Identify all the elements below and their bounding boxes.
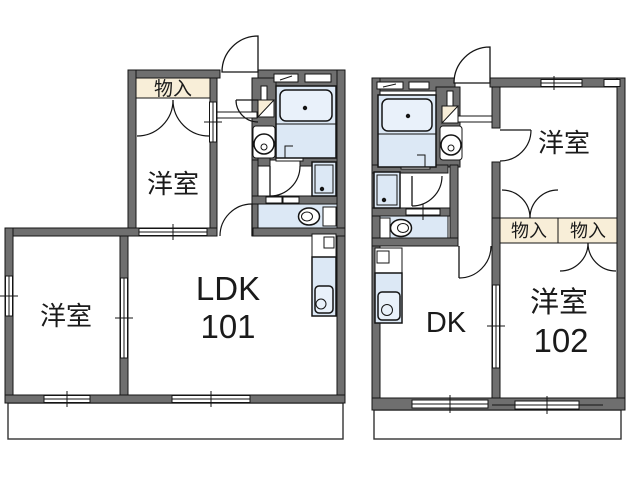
bedroom-lower-label-101: 洋室 (40, 302, 92, 332)
washing-machine-pan-101 (311, 161, 337, 197)
doors-101 (136, 35, 301, 237)
windows-101 (0, 73, 332, 407)
bedroom-main-label-102: 洋室 (530, 285, 588, 319)
washroom-door-102 (411, 175, 443, 207)
balcony-102 (373, 409, 622, 440)
bedroom-upper-door-102 (499, 129, 532, 162)
vent-slit (446, 90, 454, 108)
toilet-101 (297, 206, 337, 227)
sliding-door (487, 284, 505, 369)
bath-door-101 (269, 165, 301, 197)
bedroom-upper-label-102: 洋室 (538, 129, 590, 159)
closet-doors-upper-102 (501, 189, 559, 219)
entry-step-102 (457, 115, 493, 123)
entrance-door-101 (221, 35, 259, 73)
toilet-102 (379, 217, 413, 239)
bathtub-102 (377, 94, 437, 168)
dk-door-102 (458, 245, 492, 279)
hall-door-101 (235, 99, 259, 123)
kitchen-counter-101 (311, 233, 337, 317)
closet-doors-101 (136, 99, 210, 137)
kitchen-counter-102 (374, 247, 403, 324)
sliding-window (411, 395, 489, 413)
closet-label-101: 物入 (154, 78, 192, 100)
corner-shelf-102 (441, 105, 460, 125)
closet-101 (135, 77, 211, 99)
washroom-sill-101 (265, 196, 283, 204)
top-window-small (603, 79, 621, 87)
side-window (0, 275, 18, 317)
unit-number-102: 102 (533, 322, 588, 359)
top-window (540, 76, 583, 90)
doors-102 (411, 46, 617, 279)
bedroom-upper-label-101: 洋室 (147, 170, 199, 200)
ldk-label-101: LDK (196, 270, 260, 307)
vent-window (273, 73, 299, 83)
unit-102-plan: 洋室 物入 物入 DK 洋室 102 (371, 46, 626, 440)
vent-window (304, 73, 332, 83)
entry-step-101 (216, 111, 258, 119)
sliding-door (204, 101, 222, 143)
washroom-sill-102 (405, 204, 441, 220)
sliding-door (115, 277, 133, 359)
balcony-101 (7, 402, 344, 440)
sliding-window (492, 396, 603, 414)
sliding-window (171, 391, 251, 407)
washroom-sill-101 (282, 196, 300, 204)
closet-right-label-102: 物入 (570, 221, 606, 242)
unit-101-plan: 物入 洋室 洋室 LDK 101 (0, 35, 346, 440)
vent-window (408, 81, 430, 90)
closet-left-label-102: 物入 (511, 221, 547, 242)
windows-102 (376, 76, 621, 414)
entrance-door-102 (453, 46, 491, 84)
dk-label-102: DK (426, 307, 467, 339)
vent-window (376, 81, 404, 90)
ldk-door-101 (219, 203, 253, 237)
sliding-window (43, 391, 91, 407)
bathtub-101 (275, 85, 337, 159)
closet-102 (499, 217, 618, 244)
washbasin-101 (252, 125, 276, 159)
corner-shelf-101 (257, 99, 276, 119)
washing-machine-pan-102 (373, 171, 401, 209)
closet-doors-lower-102 (559, 242, 617, 272)
washbasin-102 (439, 125, 463, 161)
sliding-door (138, 224, 208, 240)
unit-number-101: 101 (200, 308, 255, 345)
